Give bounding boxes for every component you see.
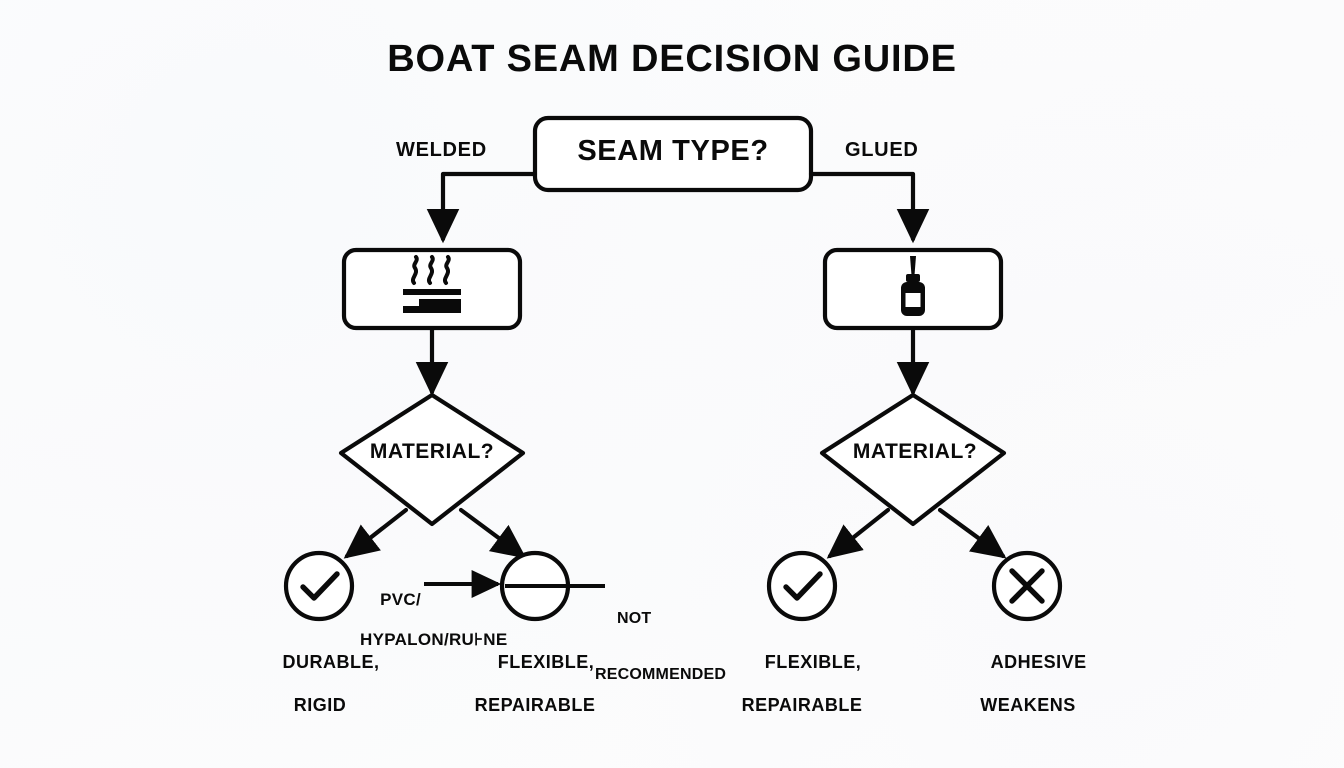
node-material-right-label: MATERIAL?: [852, 440, 978, 463]
outcome-2-caption: FLEXIBLE, REPAIRABLE: [437, 631, 633, 758]
edge-material-right-to-outcome-4: [937, 507, 1007, 559]
outcome-4-caption: ADHESIVE WEAKENS: [930, 631, 1126, 758]
edge-label-pvc-line2: HYPALON/RU⊦NE: [360, 630, 508, 650]
outcome-3-caption-line1: FLEXIBLE,: [764, 652, 862, 673]
edge-material-right-to-outcome-3: [826, 507, 891, 559]
edge-root-to-glue: [808, 171, 930, 244]
outcome-3-check-circle-icon: [766, 550, 838, 622]
edge-root-to-weld: [426, 171, 538, 244]
edge-label-pvc: PVC/ HYPALON/RU⊦NE: [360, 570, 520, 690]
edge-label-pvc-line1: PVC/: [380, 590, 421, 610]
edge-label-not-recommended-line2: RECOMMENDED: [595, 666, 727, 684]
node-seam-type-box: [532, 115, 814, 193]
heat-waves-icon-bar: [403, 289, 461, 295]
outcome-1-check-circle-icon: [283, 550, 355, 622]
edge-material-left-to-outcome-1: [343, 507, 409, 559]
edge-label-not-recommended-line1: NOT: [617, 609, 652, 627]
outcome-4-caption-line2: WEAKENS: [980, 694, 1076, 715]
edge-material-left-to-outcome-2: [458, 507, 527, 559]
outcome-3-caption: FLEXIBLE, REPAIRABLE: [704, 631, 900, 758]
node-seam-type-label: SEAM TYPE?: [577, 135, 769, 167]
outcome-2-caption-line2: REPAIRABLE: [474, 694, 596, 715]
node-material-right-diamond: [819, 392, 1007, 527]
outcome-4-x-mark: [1009, 568, 1045, 604]
outcome-1-caption-line2: RIGID: [293, 694, 347, 715]
outcome-3-caption-line2: REPAIRABLE: [741, 694, 863, 715]
heat-waves-icon: [411, 255, 451, 285]
branch-label-glued: GLUED: [845, 139, 919, 161]
node-material-left-label: MATERIAL?: [369, 440, 495, 463]
edge-label-not-recommended: NOT RECOMMENDED: [595, 572, 727, 723]
heat-waves-icon-plate: [403, 299, 461, 313]
outcome-4-caption-line1: ADHESIVE: [990, 652, 1087, 673]
outcome-2-caption-line1: FLEXIBLE,: [497, 652, 595, 673]
outcome-3-check-mark: [783, 571, 823, 601]
outcome-1-caption: DURABLE, RIGID: [222, 631, 418, 758]
outcome-1-caption-line1: DURABLE,: [282, 652, 380, 673]
branch-label-welded: WELDED: [396, 139, 487, 161]
node-material-left-diamond: [338, 392, 526, 527]
page-title: BOAT SEAM DECISION GUIDE: [387, 38, 957, 80]
outcome-1-check-mark: [300, 571, 340, 601]
glue-bottle-icon-label: [905, 293, 921, 307]
